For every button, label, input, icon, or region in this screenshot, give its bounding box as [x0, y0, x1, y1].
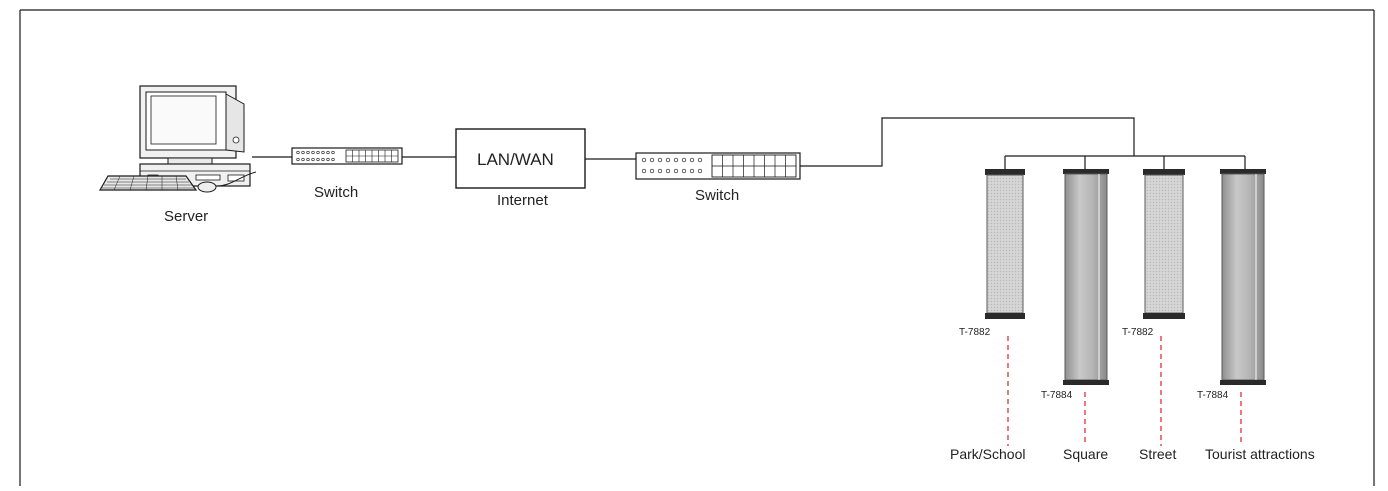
switch-right-icon: [636, 153, 800, 179]
speaker-2-model: T-7884: [1041, 390, 1072, 401]
switch-left-label: Switch: [314, 184, 358, 201]
location-1-label: Park/School: [950, 446, 1025, 462]
network-title: LAN/WAN: [477, 150, 554, 170]
location-3-label: Street: [1139, 446, 1176, 462]
network-caption: Internet: [497, 192, 548, 209]
speaker-1-icon: [985, 169, 1025, 319]
speaker-1-model: T-7882: [959, 327, 990, 338]
speaker-3-model: T-7882: [1122, 327, 1153, 338]
switch-left-icon: [292, 148, 402, 164]
speaker-3-icon: [1143, 169, 1185, 319]
location-2-label: Square: [1063, 446, 1108, 462]
speaker-bus: [1005, 156, 1245, 171]
link-switch-speakers: [800, 118, 1134, 166]
switch-right-label: Switch: [695, 187, 739, 204]
server-computer-icon: [100, 86, 256, 192]
speaker-4-model: T-7884: [1197, 390, 1228, 401]
speaker-2-icon: [1063, 169, 1109, 385]
speaker-4-icon: [1220, 169, 1266, 385]
location-4-label: Tourist attractions: [1205, 446, 1315, 462]
server-label: Server: [164, 208, 208, 225]
